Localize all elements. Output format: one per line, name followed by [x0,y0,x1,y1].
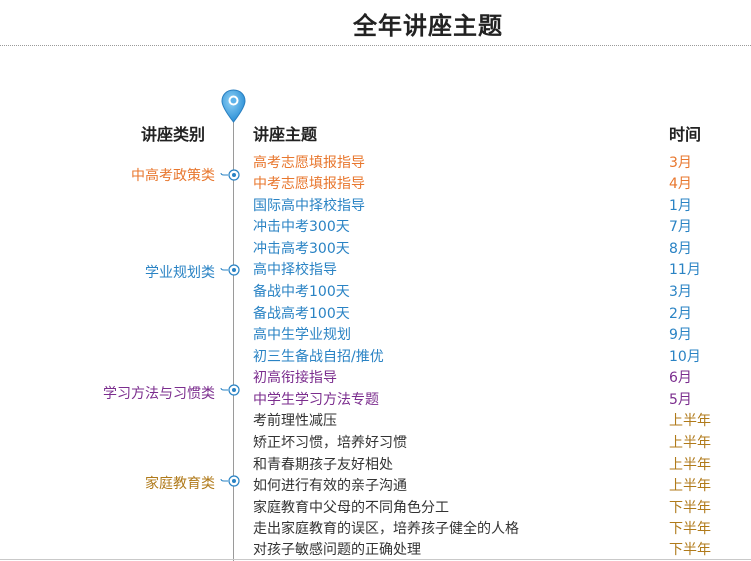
category-policy: 中高考政策类 [131,168,215,184]
time-cell: 7月 [669,219,692,235]
header-category: 讲座类别 [141,125,206,144]
time-cell: 5月 [669,392,692,408]
time-cell: 4月 [669,176,692,192]
topic-row: 和青春期孩子友好相处 [253,457,393,473]
topic-row: 家庭教育中父母的不同角色分工 [253,500,449,516]
topic-row: 初三生备战自招/推优 [253,349,384,365]
topic-row: 冲击中考300天 [253,219,350,235]
topic-row: 初高衔接指导 [253,370,337,386]
time-cell: 8月 [669,241,692,257]
title-divider [0,45,751,46]
category-methods: 学习方法与习惯类 [103,386,215,402]
topic-row: 冲击高考300天 [253,241,350,257]
topic-row: 中考志愿填报指导 [253,176,365,192]
timeline-line [233,118,234,561]
topic-row: 对孩子敏感问题的正确处理 [253,542,421,558]
time-cell: 上半年 [669,413,711,429]
topic-row: 如何进行有效的亲子沟通 [253,478,407,494]
topic-row: 国际高中择校指导 [253,198,365,214]
timeline-node-icon [220,384,240,396]
bottom-divider [0,559,751,560]
time-cell: 2月 [669,306,692,322]
topic-row: 高考志愿填报指导 [253,155,365,171]
topic-row: 考前理性减压 [253,413,337,429]
header-time: 时间 [669,125,702,144]
category-family: 家庭教育类 [145,476,215,492]
time-cell: 下半年 [669,542,711,558]
topic-row: 矫正坏习惯，培养好习惯 [253,435,407,451]
time-cell: 下半年 [669,500,711,516]
timeline-node-icon [220,475,240,487]
time-cell: 下半年 [669,521,711,537]
topic-row: 走出家庭教育的误区，培养孩子健全的人格 [253,521,519,537]
topic-row: 备战中考100天 [253,284,350,300]
time-cell: 9月 [669,327,692,343]
topic-row: 高中生学业规划 [253,327,351,343]
time-cell: 6月 [669,370,692,386]
time-cell: 3月 [669,155,692,171]
time-cell: 1月 [669,198,692,214]
time-cell: 11月 [669,262,701,278]
time-cell: 上半年 [669,478,711,494]
topic-row: 中学生学习方法专题 [253,392,379,408]
time-cell: 上半年 [669,435,711,451]
header-topic: 讲座主题 [253,125,318,144]
page-title: 全年讲座主题 [353,12,503,40]
time-cell: 3月 [669,284,692,300]
category-planning: 学业规划类 [145,265,215,281]
topic-row: 高中择校指导 [253,262,337,278]
time-cell: 10月 [669,349,701,365]
topic-row: 备战高考100天 [253,306,350,322]
timeline-node-icon [220,169,240,181]
time-cell: 上半年 [669,457,711,473]
location-pin-icon [221,89,246,123]
timeline-node-icon [220,264,240,276]
